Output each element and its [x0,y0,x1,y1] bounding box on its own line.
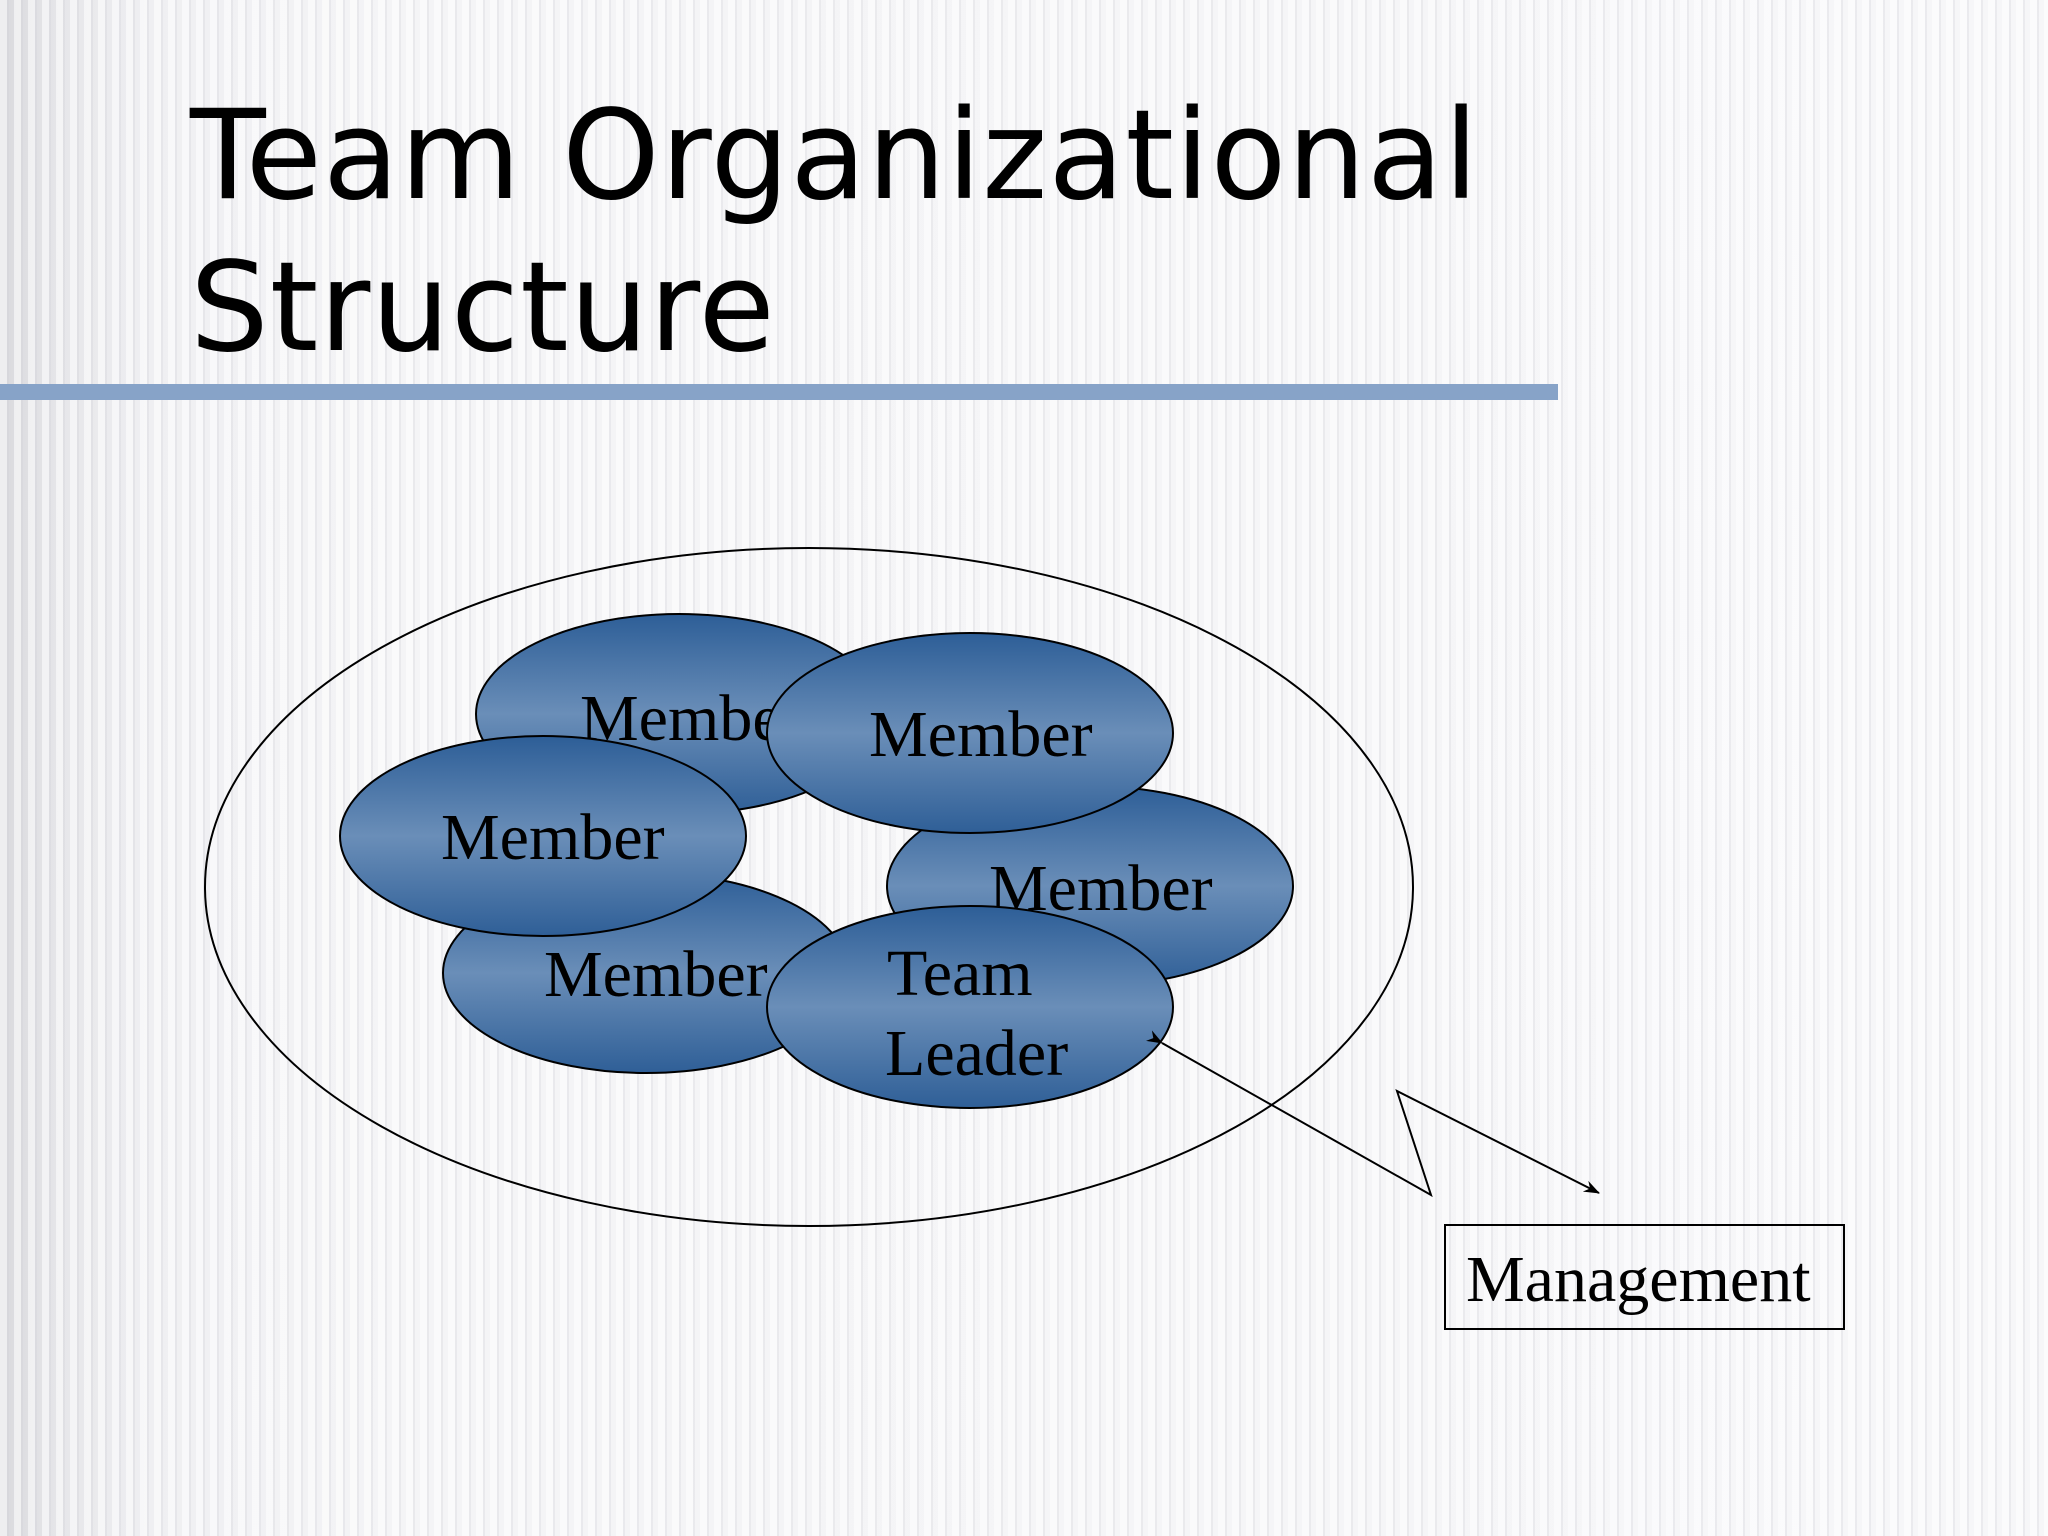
member-label: Member [441,801,665,874]
slide-title: Team Organizational Structure [190,80,1690,384]
title-underline [0,384,1558,400]
team-boundary [204,547,1414,1227]
management-box: Management [1444,1224,1845,1330]
member-label: Member [869,698,1093,771]
title-line-1: Team Organizational [190,84,1480,228]
member-node-left: Member [339,735,747,937]
communication-link-arrow [1145,1030,1600,1198]
management-label: Management [1466,1243,1811,1316]
team-leader-label-line-2: Leader [885,1017,1068,1090]
team-leader-node: Team Leader [766,905,1174,1109]
title-line-2: Structure [190,236,776,380]
team-leader-label-line-1: Team [887,937,1033,1010]
member-label: Member [544,938,768,1011]
member-node-top-right: Member [766,632,1174,834]
